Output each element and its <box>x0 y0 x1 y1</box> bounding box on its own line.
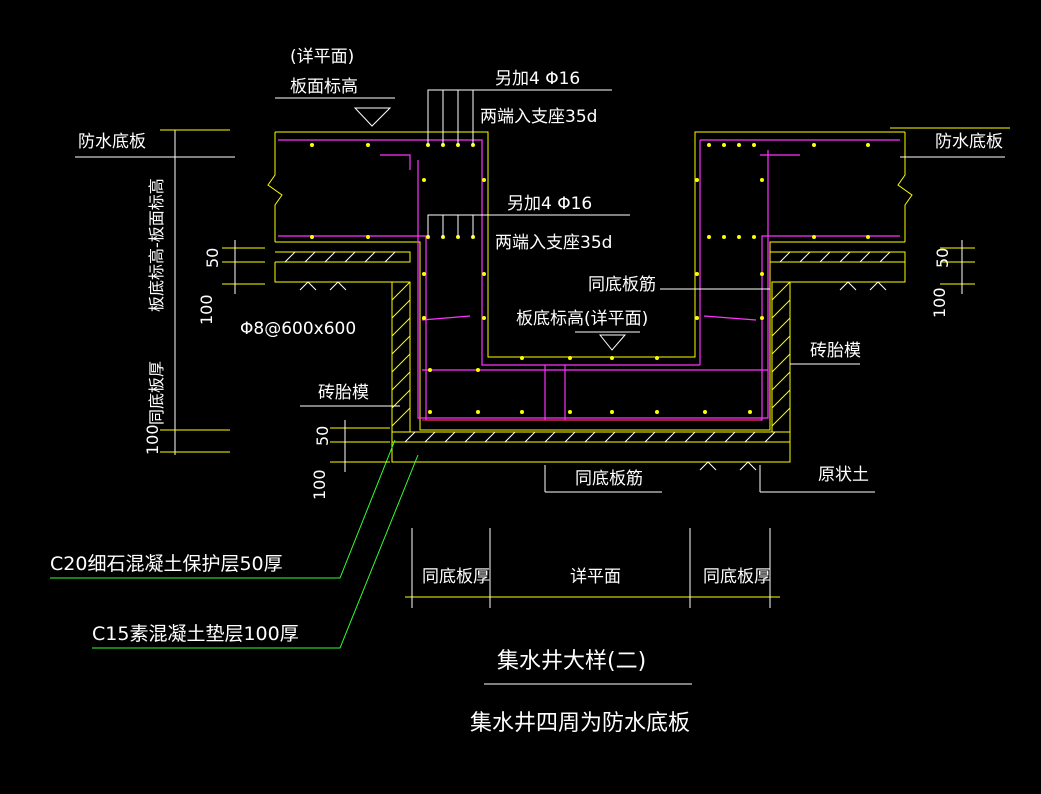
label-dim-100-left: 100 <box>197 294 216 325</box>
label-original-soil: 原状土 <box>818 465 869 485</box>
rebar <box>278 139 900 421</box>
label-waterproof-slab-right: 防水底板 <box>935 132 1003 152</box>
label-same-bottom-bar-lower: 同底板筋 <box>575 469 643 489</box>
label-dim-100-pit: 100 <box>310 469 329 500</box>
extra-bar-leaders <box>275 89 875 493</box>
bottom-dimensions <box>405 528 780 685</box>
label-pit-bottom-elev: 板底标高(详平面) <box>516 309 648 329</box>
label-anchor-2: 两端入支座35d <box>495 233 612 253</box>
label-c15-layer: C15素混凝土垫层100厚 <box>92 623 299 645</box>
label-bottom-dim-right: 同底板厚 <box>703 567 771 587</box>
label-waterproof-slab-left: 防水底板 <box>78 132 146 152</box>
label-dim-50-right: 50 <box>933 248 952 268</box>
layer-leaders <box>50 439 419 649</box>
label-bottom-dim-mid: 详平面 <box>570 567 621 587</box>
label-c20-layer: C20细石混凝土保护层50厚 <box>50 553 283 575</box>
label-dim-100-left2: 100 <box>143 424 162 455</box>
left-dimensions <box>75 127 1010 472</box>
label-mesh: Φ8@600x600 <box>240 319 356 339</box>
label-brick-mold-left: 砖胎模 <box>318 383 369 403</box>
label-slab-top-elev: 板面标高 <box>290 77 358 97</box>
label-anchor-1: 两端入支座35d <box>480 107 597 127</box>
brick-hatch <box>284 251 891 471</box>
drawing-subtitle: 集水井四周为防水底板 <box>470 711 690 736</box>
label-dim-50-left: 50 <box>203 248 222 268</box>
label-vert-elev: 板底标高-板面标高 <box>147 178 166 312</box>
label-dim-100-right: 100 <box>930 287 949 318</box>
label-slab-top-elev-detail: (详平面) <box>290 47 354 67</box>
annotations: (详平面) 板面标高 防水底板 防水底板 另加4 Φ16 两端入支座35d 另加… <box>50 47 1003 736</box>
label-extra-bars-2: 另加4 Φ16 <box>507 194 592 214</box>
label-vert-thickness: 同底板厚 <box>147 361 166 425</box>
label-same-bottom-bar-upper: 同底板筋 <box>588 275 656 295</box>
drawing-title: 集水井大样(二) <box>497 649 646 674</box>
slab-outline <box>267 131 913 463</box>
label-dim-50-pit: 50 <box>313 426 332 446</box>
label-extra-bars-1: 另加4 Φ16 <box>495 69 580 89</box>
label-brick-mold-right: 砖胎模 <box>810 341 861 361</box>
label-bottom-dim-left: 同底板厚 <box>422 567 490 587</box>
